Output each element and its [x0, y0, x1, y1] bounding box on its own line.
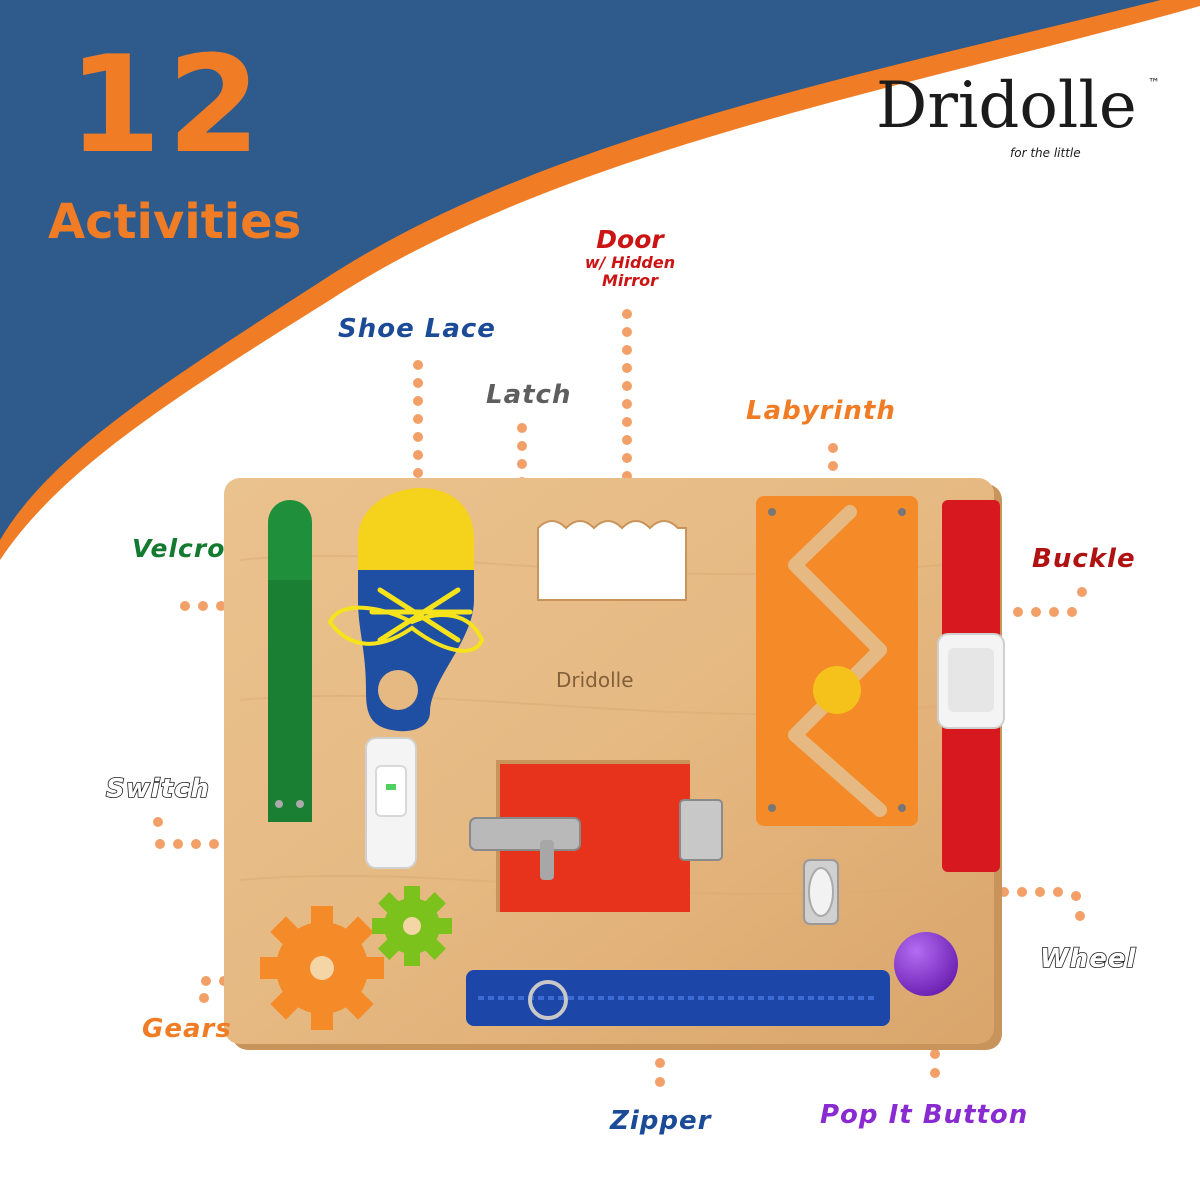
label-gears: Gears [142, 1014, 232, 1044]
shoe-lace-toy [327, 488, 485, 732]
label-pop-it-button: Pop It Button [820, 1100, 1029, 1130]
label-buckle: Buckle [1032, 544, 1136, 574]
label-switch: Switch [105, 773, 211, 805]
brand-logo: Dridolle ™ for the little [876, 68, 1166, 178]
label-door: Door w/ Hidden Mirror [560, 226, 700, 290]
gears-toy [260, 886, 452, 1030]
label-velcro: Velcro [132, 534, 226, 563]
label-labyrinth: Labyrinth [746, 396, 896, 426]
label-zipper: Zipper [610, 1106, 712, 1136]
red-door [469, 760, 723, 912]
shoe-lace-leader [413, 360, 423, 496]
headline-word: Activities [48, 194, 302, 250]
label-door-subtitle-2: Mirror [601, 271, 659, 290]
labyrinth-toy [756, 496, 918, 826]
brand-tagline: for the little [1010, 146, 1081, 160]
brand-trademark: ™ [1148, 76, 1160, 90]
brand-name: Dridolle [876, 69, 1137, 143]
hidden-mirror-window [537, 520, 687, 601]
board-logo: Dridolle [556, 668, 634, 692]
buckle-leader [1013, 587, 1087, 617]
zipper-toy [466, 970, 890, 1026]
label-door-subtitle-1: w/ Hidden [584, 253, 676, 272]
label-latch: Latch [486, 380, 572, 410]
label-door-title: Door [596, 225, 664, 254]
label-wheel: Wheel [1039, 943, 1137, 975]
background-band [0, 0, 1200, 560]
label-shoe-lace: Shoe Lace [338, 314, 496, 344]
wheel-toy [803, 859, 839, 925]
headline-number: 12 [68, 27, 267, 183]
light-switch [365, 737, 417, 869]
pop-it-button [894, 932, 958, 996]
buckle-strap [937, 500, 1005, 872]
velcro-strap [268, 500, 312, 822]
